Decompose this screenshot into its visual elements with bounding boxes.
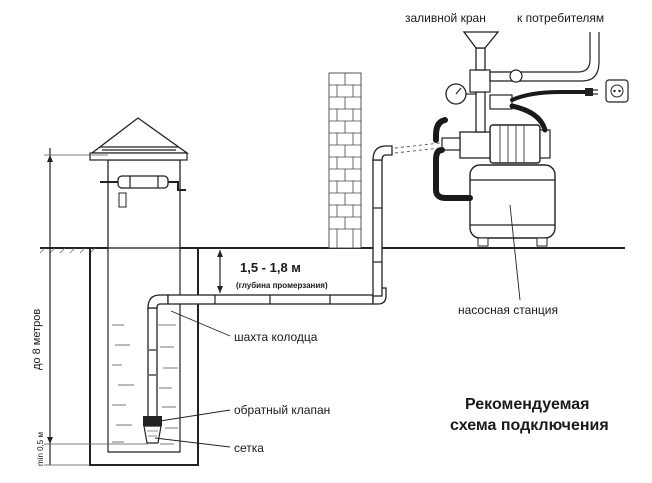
dashed-connection xyxy=(394,142,441,154)
freezing-depth-label: (глубина промерзания) xyxy=(236,281,328,290)
depth-range-label: 1,5 - 1,8 м xyxy=(240,260,301,275)
check-valve-label: обратный клапан xyxy=(234,403,330,417)
strainer-label: сетка xyxy=(234,441,264,455)
underground-pipe xyxy=(167,145,393,305)
ground-surface xyxy=(39,247,625,254)
well-water xyxy=(112,324,178,445)
pump-station-label: насосная станция xyxy=(458,303,558,317)
well-head xyxy=(89,117,190,249)
title-line-1: Рекомендуемая xyxy=(465,396,590,413)
min-05m-label: min 0,5 м xyxy=(36,432,45,466)
dimension-lines xyxy=(44,148,223,466)
well-pit xyxy=(89,248,199,466)
filling-tap-label: заливной кран xyxy=(405,11,486,25)
check-valve xyxy=(143,416,162,426)
up-to-8m-label: до 8 метров xyxy=(31,309,43,370)
brick-wall xyxy=(328,72,362,249)
suction-pipe xyxy=(147,294,169,419)
pump-station xyxy=(433,31,629,247)
to-consumers-label: к потребителям xyxy=(517,11,604,25)
leader-lines xyxy=(154,204,521,448)
title-line-2: схема подключения xyxy=(450,417,609,434)
well-shaft-label: шахта колодца xyxy=(234,330,318,344)
strainer xyxy=(143,425,162,444)
